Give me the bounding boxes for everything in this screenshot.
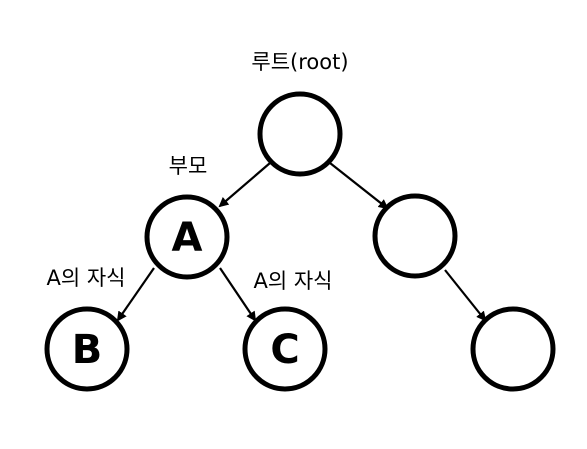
left-child-annotation: A의 자식 — [46, 266, 125, 290]
node-b-label: B — [72, 327, 103, 373]
node-b: B — [44, 306, 130, 392]
edges — [116, 162, 487, 322]
node-right — [372, 193, 458, 279]
edge-a-to-c — [219, 267, 257, 322]
node-c-circle — [242, 306, 328, 392]
node-a-label: A — [172, 215, 203, 261]
node-a-circle — [144, 194, 230, 280]
node-right-child — [470, 306, 556, 392]
node-a: A — [144, 194, 230, 280]
edge-root-to-a — [218, 162, 271, 208]
node-root-circle — [257, 91, 343, 177]
node-b-circle — [44, 306, 130, 392]
edge-a-to-b — [116, 267, 155, 322]
right-child-annotation: A의 자식 — [253, 269, 332, 293]
node-c-label: C — [270, 327, 299, 373]
root-annotation: 루트(root) — [251, 50, 348, 74]
node-right-circle — [372, 193, 458, 279]
parent-annotation: 부모 — [169, 154, 208, 178]
node-root — [257, 91, 343, 177]
edge-root-to-right — [329, 162, 389, 210]
node-c: C — [242, 306, 328, 392]
edge-right-to-right-child — [444, 269, 487, 322]
node-right-child-circle — [470, 306, 556, 392]
